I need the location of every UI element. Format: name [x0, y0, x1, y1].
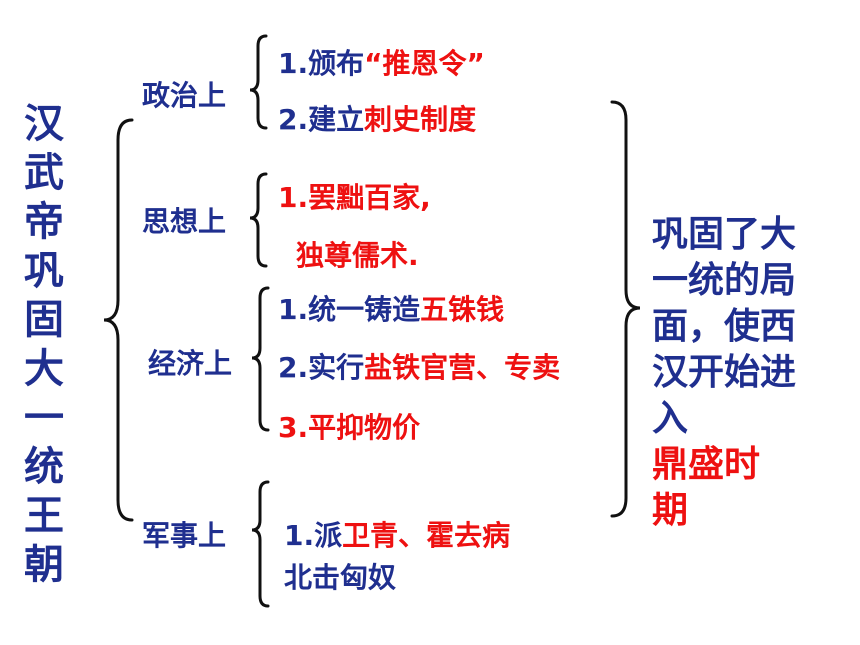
- conclusion-brace: [610, 100, 641, 518]
- title-char: 朝: [24, 542, 64, 588]
- politics-item-2-highlight: 刺史制度: [364, 103, 477, 136]
- title-char: 统: [24, 444, 64, 490]
- economy-item-2: 2.实行盐铁官营、专卖: [278, 346, 560, 386]
- thought-brace: [249, 172, 268, 268]
- title-char: 固: [24, 297, 64, 343]
- title-char: 一: [24, 395, 64, 441]
- economy-item-1: 1.统一铸造五铢钱: [278, 288, 504, 328]
- category-economy: 经济上: [148, 347, 233, 380]
- economy-item-2-prefix: 2.实行: [278, 351, 365, 384]
- conclusion-line-5-highlight: 鼎盛时: [652, 444, 761, 485]
- conclusion-line-5-prefix: 入: [652, 398, 689, 439]
- military-item-1-highlight: 卫青、霍去病: [342, 519, 511, 552]
- title-char: 汉: [24, 101, 64, 147]
- conclusion-line: 一统的局: [652, 260, 797, 301]
- military-item-1-prefix: 1.派: [284, 519, 343, 552]
- vertical-title: 汉 武 帝 巩 固 大 一 统 王 朝: [14, 100, 74, 590]
- politics-item-1-prefix: 1.颁布: [278, 47, 365, 80]
- politics-brace: [249, 34, 268, 130]
- politics-item-2: 2.建立刺史制度: [278, 98, 476, 138]
- conclusion-line: 入鼎盛时: [652, 396, 842, 488]
- economy-item-2-highlight: 盐铁官营、专卖: [364, 351, 561, 384]
- title-char: 帝: [24, 199, 64, 245]
- conclusion-text: 巩固了大 一统的局 面，使西 汉开始进 入鼎盛时 期: [652, 212, 842, 534]
- economy-brace: [251, 286, 270, 432]
- title-char: 大: [24, 346, 64, 392]
- conclusion-line: 汉开始进: [652, 352, 797, 393]
- military-item-1-continued: 北击匈奴: [284, 561, 397, 594]
- conclusion-line: 期: [652, 490, 689, 531]
- category-thought: 思想上: [142, 205, 227, 238]
- politics-item-1: 1.颁布“推恩令”: [278, 42, 485, 82]
- title-char: 武: [24, 150, 64, 196]
- economy-item-3: 3.平抑物价: [278, 411, 421, 444]
- main-left-brace: [103, 118, 134, 522]
- thought-item-1: 1.罢黜百家,: [278, 181, 431, 214]
- military-brace: [251, 480, 270, 608]
- category-politics: 政治上: [142, 79, 227, 112]
- politics-item-1-highlight: “推恩令”: [364, 47, 485, 80]
- thought-item-1-continued: 独尊儒术.: [296, 239, 419, 272]
- title-char: 巩: [24, 248, 64, 294]
- conclusion-line: 面，使西: [652, 306, 797, 347]
- conclusion-line: 巩固了大: [652, 214, 797, 255]
- economy-item-1-highlight: 五铢钱: [420, 293, 505, 326]
- economy-item-1-prefix: 1.统一铸造: [278, 293, 421, 326]
- category-military: 军事上: [142, 519, 227, 552]
- politics-item-2-prefix: 2.建立: [278, 103, 365, 136]
- title-char: 王: [24, 493, 64, 539]
- military-item-1: 1.派卫青、霍去病: [284, 514, 510, 554]
